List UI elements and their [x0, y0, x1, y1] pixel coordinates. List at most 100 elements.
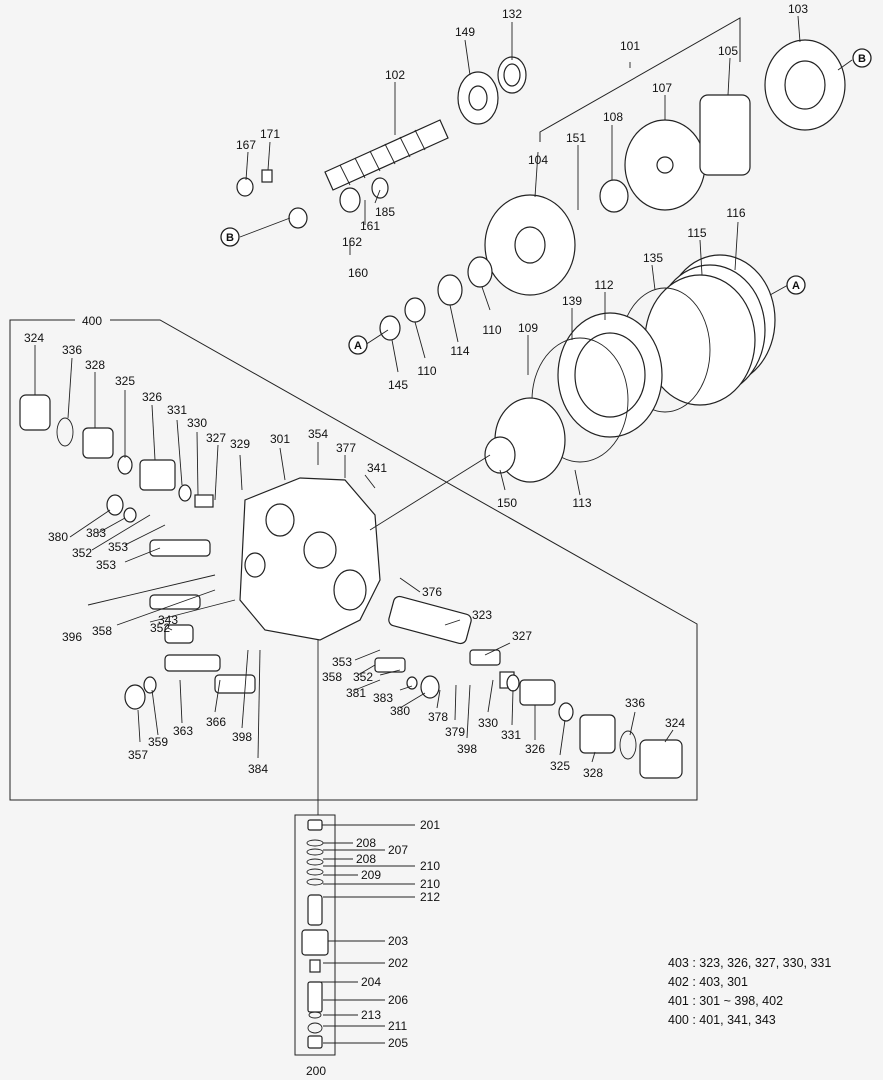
legend-line: 401 : 301 ~ 398, 402: [668, 994, 784, 1008]
legend-line: 400 : 401, 341, 343: [668, 1013, 776, 1027]
label-104: 104: [528, 153, 548, 167]
label-358-b: 358: [322, 670, 342, 684]
label-210-b: 210: [420, 877, 440, 891]
rings-110-114: [379, 256, 493, 341]
valve-plate-107: [624, 119, 706, 211]
label-323: 323: [472, 608, 492, 622]
label-200: 200: [306, 1064, 326, 1078]
bracket-101: [539, 17, 741, 142]
label-201: 201: [420, 818, 440, 832]
label-400: 400: [82, 314, 102, 328]
brake-discs-115-116: [644, 254, 776, 406]
label-113: 113: [572, 496, 591, 510]
assembly-frame-200: [294, 814, 336, 1056]
plate-with-springs-113: [484, 397, 566, 483]
label-343: 343: [158, 613, 178, 627]
label-325-a: 325: [115, 374, 135, 388]
label-336-b: 336: [625, 696, 645, 710]
label-205: 205: [388, 1036, 408, 1050]
label-357: 357: [128, 748, 148, 762]
label-354: 354: [308, 427, 328, 441]
label-135: 135: [643, 251, 663, 265]
label-149: 149: [455, 25, 475, 39]
cover-103: [764, 39, 846, 131]
valve-parts-left: [19, 394, 256, 710]
label-107: 107: [652, 81, 672, 95]
label-109: 109: [518, 321, 538, 335]
label-326-b: 326: [525, 742, 545, 756]
label-352-b: 352: [150, 621, 170, 635]
label-112: 112: [594, 278, 613, 292]
label-211: 211: [388, 1019, 407, 1033]
drive-shaft-102: [324, 119, 449, 191]
label-380-b: 380: [390, 704, 410, 718]
label-330-b: 330: [478, 716, 498, 730]
pistons-105: [699, 94, 751, 176]
label-208-b: 208: [356, 852, 376, 866]
parts-160-group: [236, 169, 389, 229]
label-103: 103: [788, 2, 808, 16]
label-203: 203: [388, 934, 408, 948]
label-398-a: 398: [232, 730, 252, 744]
label-378: 378: [428, 710, 448, 724]
callout-a-left: A: [348, 335, 368, 355]
svg-text:A: A: [354, 340, 362, 352]
label-324-a: 324: [24, 331, 44, 345]
label-213: 213: [361, 1008, 381, 1022]
label-328-b: 328: [583, 766, 603, 780]
label-352-a: 352: [72, 546, 92, 560]
label-330-a: 330: [187, 416, 207, 430]
label-328-a: 328: [85, 358, 105, 372]
label-204: 204: [361, 975, 381, 989]
assembly-legend: 403 : 323, 326, 327, 330, 331 402 : 403,…: [668, 954, 878, 1030]
label-398-b: 398: [457, 742, 477, 756]
label-139: 139: [562, 294, 582, 308]
callout-b-right: B: [852, 48, 872, 68]
label-115: 115: [687, 226, 706, 240]
label-380-a: 380: [48, 530, 68, 544]
label-105: 105: [718, 44, 738, 58]
label-210-a: 210: [420, 859, 440, 873]
legend-line: 403 : 323, 326, 327, 330, 331: [668, 956, 832, 970]
label-383-a: 383: [86, 526, 106, 540]
label-301: 301: [270, 432, 290, 446]
label-162: 162: [342, 235, 362, 249]
label-327-a: 327: [206, 431, 226, 445]
label-161: 161: [360, 219, 380, 233]
part-number-labels: 101 102 103 104 105 107 108 109 110 110 …: [24, 2, 808, 1078]
label-208-a: 208: [356, 836, 376, 850]
label-114: 114: [450, 344, 469, 358]
cylinder-block-104: [484, 194, 576, 296]
label-381: 381: [346, 686, 366, 700]
label-329: 329: [230, 437, 250, 451]
label-336-a: 336: [62, 343, 82, 357]
label-325-b: 325: [550, 759, 570, 773]
label-102: 102: [385, 68, 405, 82]
label-132: 132: [502, 7, 522, 21]
label-366: 366: [206, 715, 226, 729]
label-324-b: 324: [665, 716, 685, 730]
label-212: 212: [420, 890, 440, 904]
label-379: 379: [445, 725, 465, 739]
svg-text:A: A: [792, 280, 800, 292]
label-377: 377: [336, 441, 356, 455]
label-353-b: 353: [96, 558, 116, 572]
housing-301: [239, 477, 381, 641]
label-101: 101: [620, 39, 640, 53]
label-331-a: 331: [167, 403, 187, 417]
label-110-b: 110: [417, 364, 436, 378]
label-207: 207: [388, 843, 408, 857]
label-326-a: 326: [142, 390, 162, 404]
svg-text:B: B: [858, 53, 866, 65]
svg-text:B: B: [226, 232, 234, 244]
label-327-b: 327: [512, 629, 532, 643]
cartridge-200: [301, 819, 329, 1049]
label-167: 167: [236, 138, 256, 152]
label-376: 376: [422, 585, 442, 599]
label-353-a: 353: [108, 540, 128, 554]
label-145: 145: [388, 378, 408, 392]
label-384: 384: [248, 762, 268, 776]
label-171: 171: [260, 127, 280, 141]
label-209: 209: [361, 868, 381, 882]
